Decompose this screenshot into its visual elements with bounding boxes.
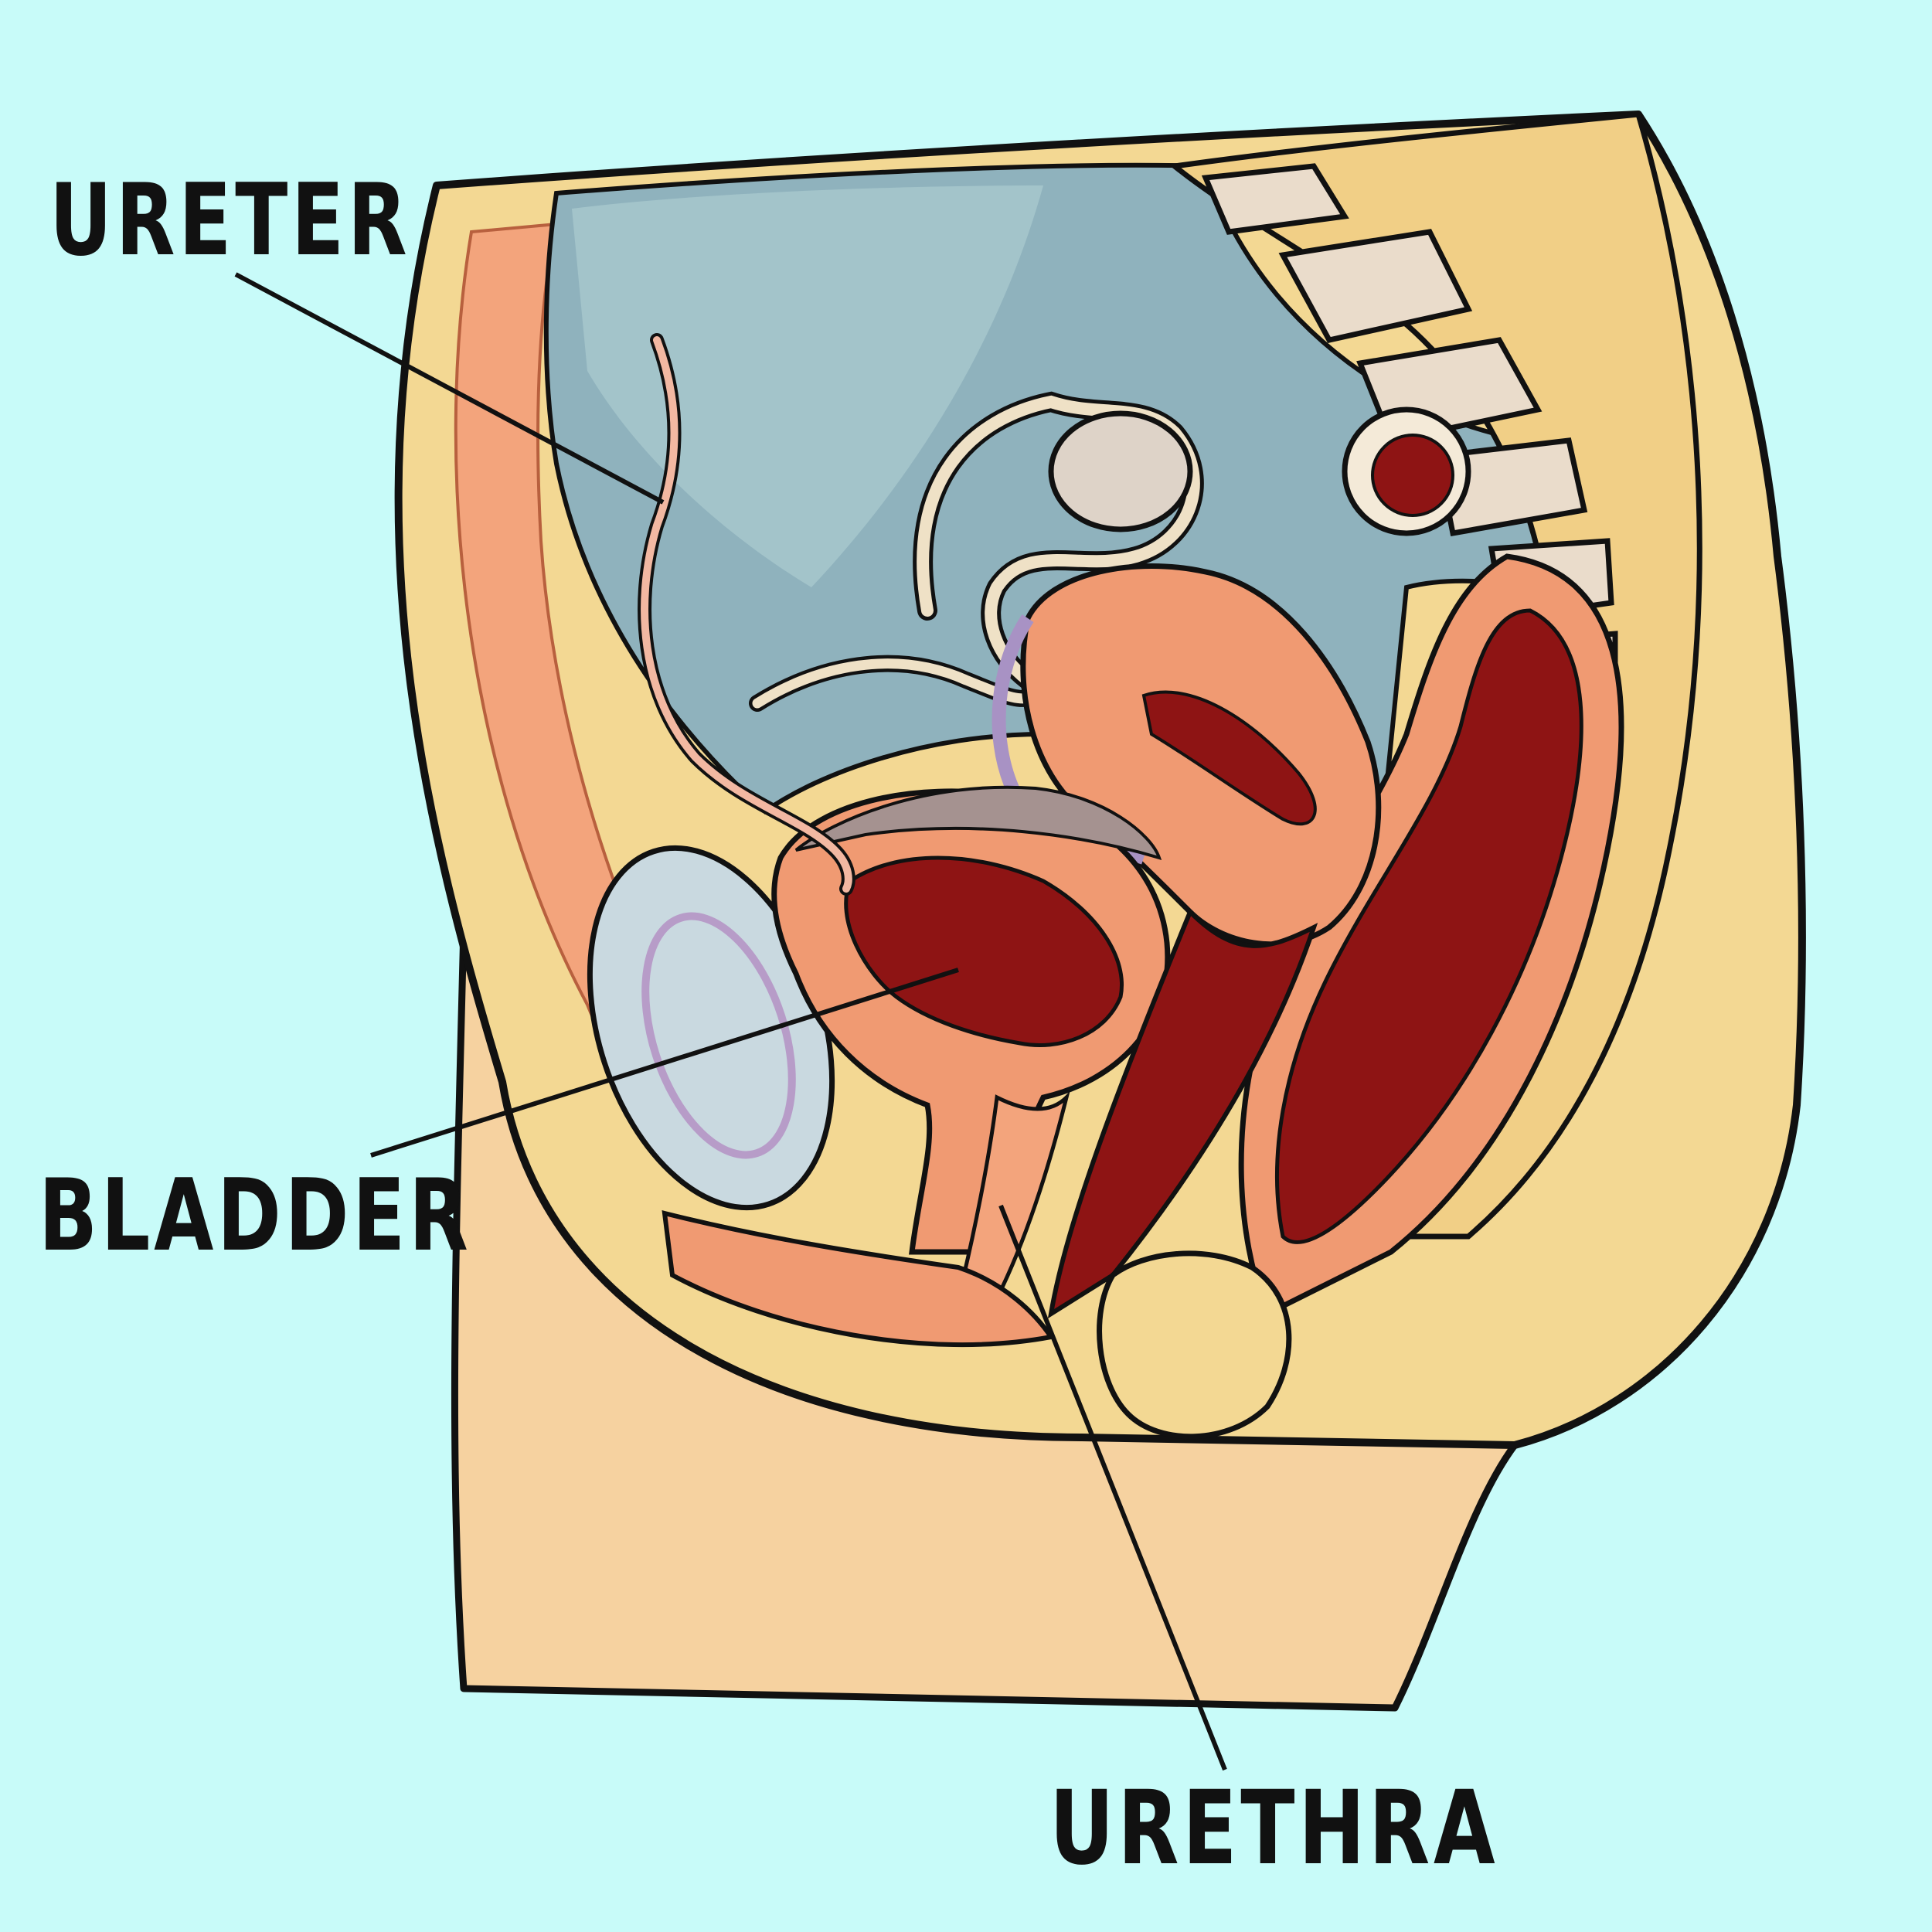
ureter-leader-line [234, 272, 665, 505]
rectum-lumen [1275, 608, 1583, 1244]
vaginal-canal [1047, 907, 1318, 1319]
ureter-tube-fill [641, 336, 852, 893]
urethra-leader-line [998, 1204, 1227, 1771]
bladder-leader-line [370, 968, 959, 1158]
perineum [1097, 1250, 1292, 1440]
round-ligament-fill [752, 658, 1041, 709]
uterine-cavity [1141, 690, 1317, 826]
cavity-highlight [572, 185, 1043, 587]
ureter-label: URETER [49, 163, 411, 278]
pelvic-floor [662, 1210, 1056, 1348]
pubic-bone-inner [641, 912, 796, 1159]
iliac-vessel-lumen [1371, 434, 1454, 517]
urethra-label: URETHRA [1049, 1769, 1499, 1888]
bladder-dome [794, 785, 1162, 861]
bladder-label: BLADDER [39, 1158, 472, 1274]
ovary [1048, 410, 1193, 532]
fallopian-tube-fill [917, 395, 1200, 686]
